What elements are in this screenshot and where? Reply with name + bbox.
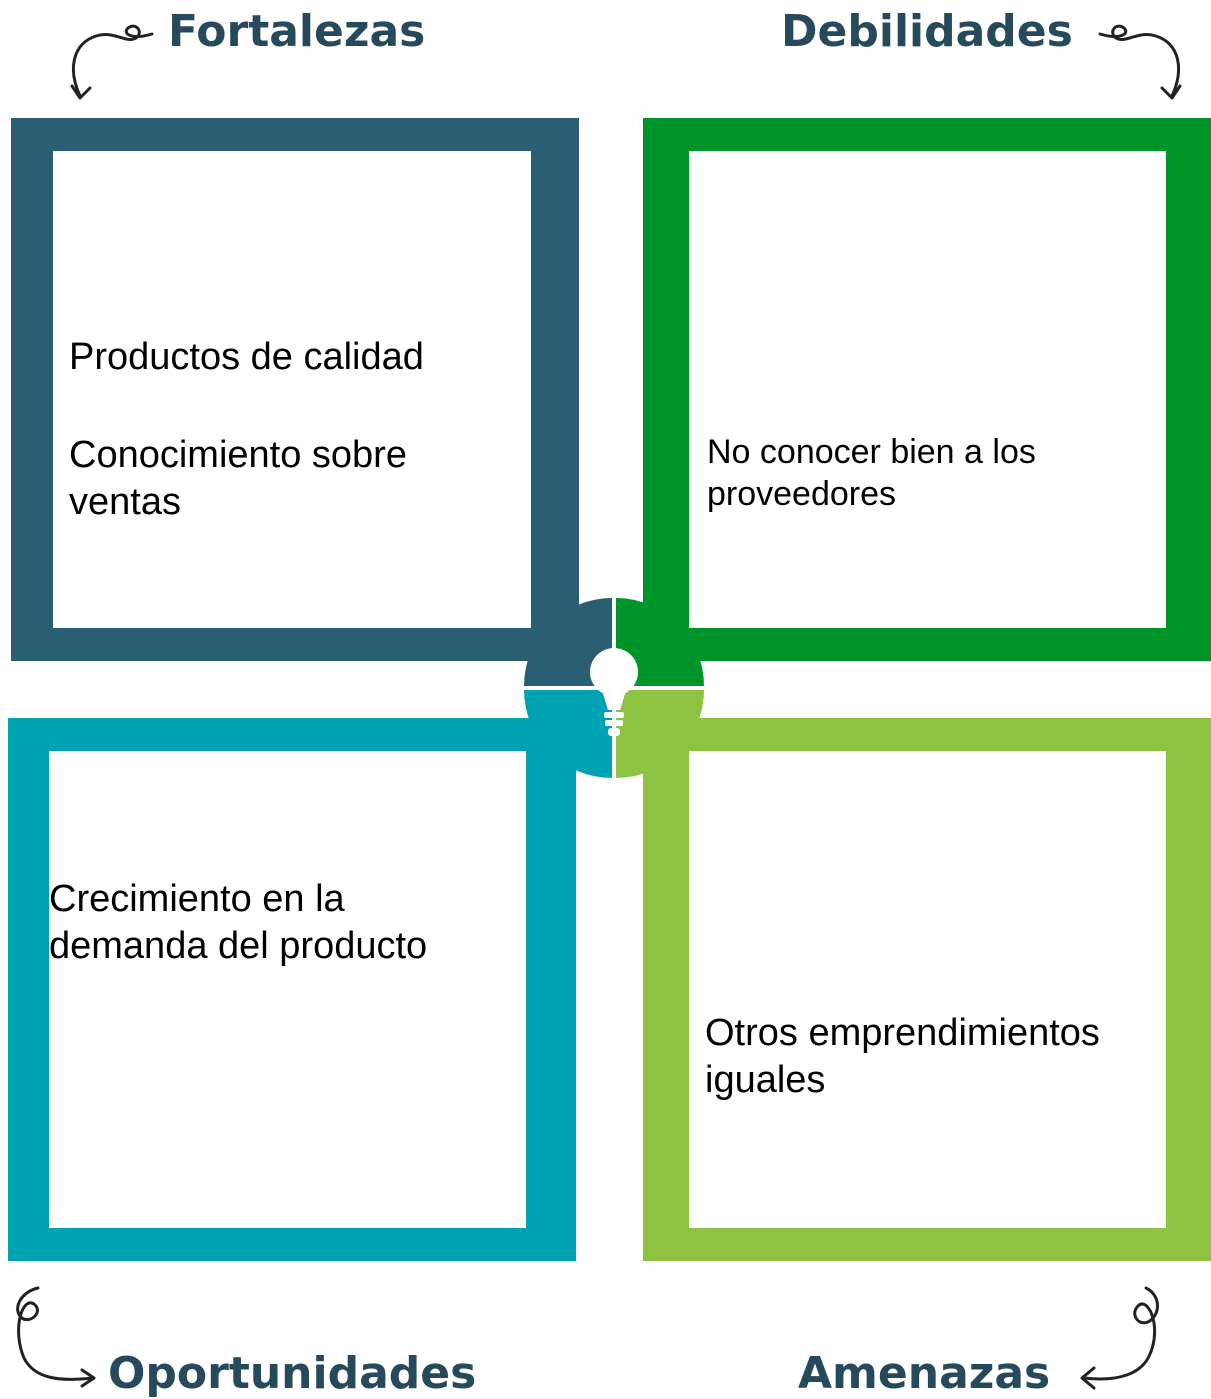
hub-segment-amenazas: [616, 690, 704, 778]
debilidades-items: No conocer bien a los proveedores: [707, 431, 1107, 515]
heading-oportunidades: Oportunidades: [108, 1348, 477, 1399]
curly-arrow-icon-oportunidades: [16, 1286, 96, 1388]
heading-fortalezas: Fortalezas: [168, 6, 426, 57]
hub-segment-oportunidades: [524, 690, 612, 778]
quadrant-amenazas: [643, 718, 1211, 1261]
lightbulb-icon: [590, 648, 638, 736]
hub-segment-debilidades: [616, 598, 704, 686]
oportunidades-items: Crecimiento en la demanda del producto: [49, 876, 489, 970]
debilidades-item: No conocer bien a los proveedores: [707, 433, 1036, 513]
fortalezas-items: Productos de calidad Conocimiento sobre …: [69, 334, 509, 526]
curly-arrow-icon-amenazas: [1080, 1286, 1159, 1390]
amenazas-item: Otros emprendimientos iguales: [705, 1012, 1100, 1101]
oportunidades-item: Crecimiento en la demanda del producto: [49, 878, 428, 967]
curly-arrow-icon-fortalezas: [70, 24, 154, 100]
center-hub: [524, 598, 704, 778]
heading-amenazas: Amenazas: [798, 1348, 1051, 1399]
fortalezas-item: Productos de calidad: [69, 336, 424, 378]
hub-segment-fortalezas: [524, 598, 612, 686]
amenazas-items: Otros emprendimientos iguales: [705, 1010, 1165, 1104]
curly-arrow-icon-debilidades: [1098, 24, 1182, 100]
heading-debilidades: Debilidades: [781, 6, 1073, 57]
quadrant-debilidades: [643, 118, 1211, 661]
quadrant-fortalezas: [11, 118, 579, 661]
fortalezas-item: Conocimiento sobre ventas: [69, 434, 407, 523]
quadrant-oportunidades: [8, 718, 576, 1261]
